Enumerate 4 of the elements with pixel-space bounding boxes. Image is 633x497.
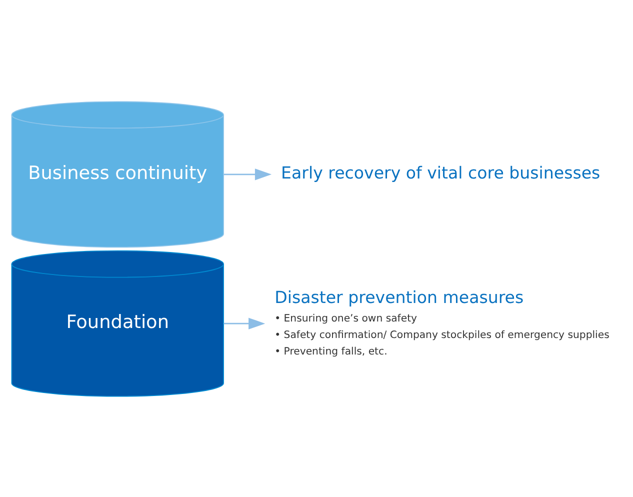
arrow	[224, 317, 266, 329]
arrow	[224, 168, 272, 180]
node-text: Early recovery of vital core businesses	[281, 162, 600, 182]
node-text: Disaster prevention measures • Ensuring one’s own safety • Safety confirmation/ Company stockpiles of emergency supplies • Preventing falls, etc.	[274, 287, 610, 358]
